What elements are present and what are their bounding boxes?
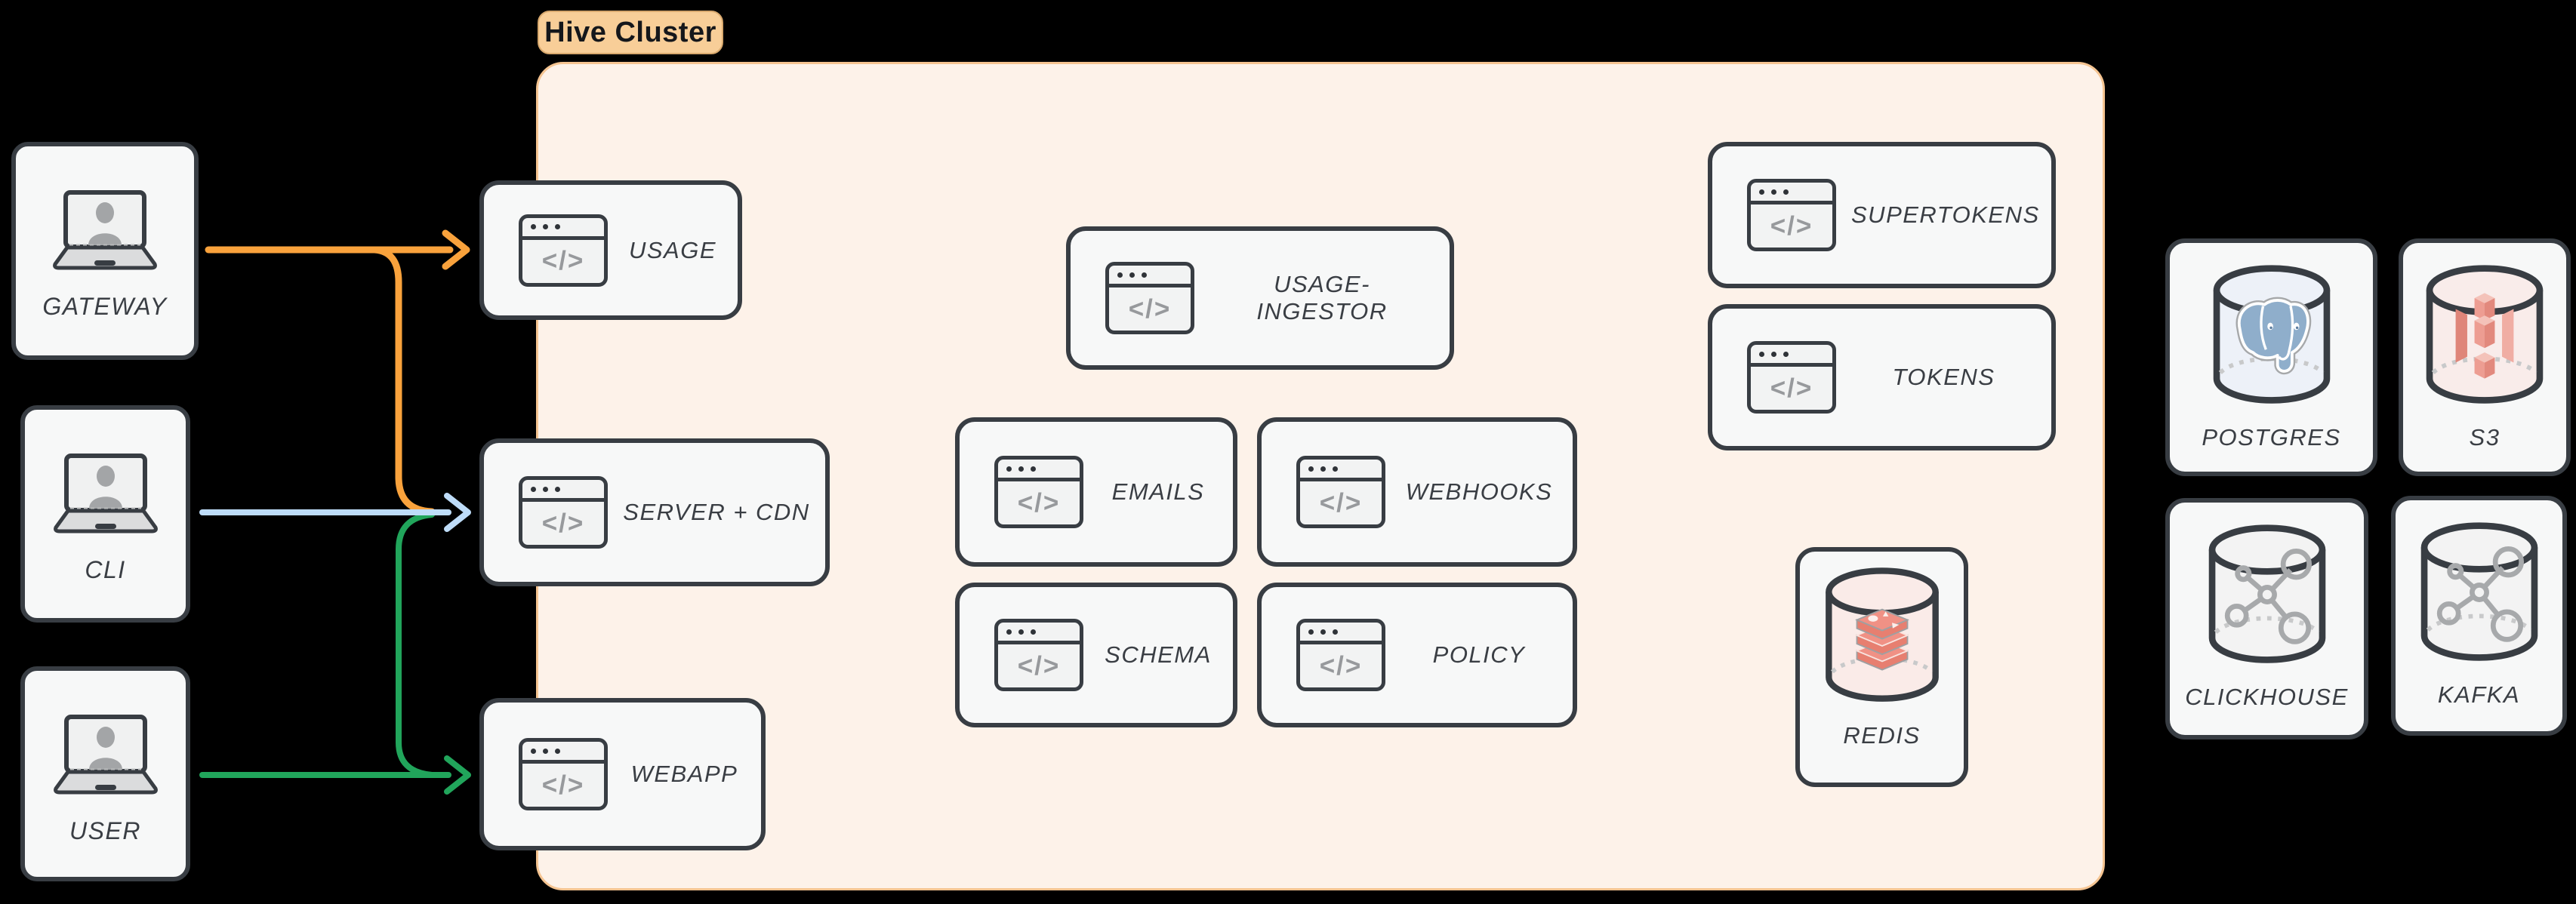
postgres-database-icon xyxy=(2213,265,2330,404)
node-kafka: KAFKA xyxy=(2391,496,2567,736)
code-window-icon: </> xyxy=(1296,619,1385,691)
node-webhooks-label: WEBHOOKS xyxy=(1405,478,1553,505)
node-graph-database-icon xyxy=(2420,522,2537,661)
window-dots xyxy=(522,218,604,240)
laptop-user-icon xyxy=(53,715,158,795)
node-supertokens: </> SUPERTOKENS xyxy=(1708,142,2056,288)
node-webapp-label: WEBAPP xyxy=(630,761,738,787)
edge-cli-servercdn-arrowhead xyxy=(444,493,471,532)
code-glyph: </> xyxy=(1770,211,1813,241)
code-window-icon: </> xyxy=(1296,456,1385,528)
node-s3: S3 xyxy=(2399,238,2571,476)
laptop-user-icon xyxy=(53,454,158,533)
node-usage-ingestor-label: USAGE-INGESTOR xyxy=(1256,271,1388,324)
node-cli: CLI xyxy=(20,405,190,623)
code-window-icon: </> xyxy=(519,738,608,810)
code-window-icon: </> xyxy=(1105,262,1194,334)
code-glyph: </> xyxy=(541,508,585,538)
hive-cluster-badge: Hive Cluster xyxy=(538,11,723,54)
hive-cluster-label: Hive Cluster xyxy=(544,16,716,48)
node-postgres: POSTGRES xyxy=(2165,238,2377,476)
node-graph-database-icon xyxy=(2208,524,2325,663)
edge-user-webapp-arrowhead xyxy=(444,755,471,795)
node-usage: </> USAGE xyxy=(479,180,742,320)
code-window-icon: </> xyxy=(519,214,608,287)
window-dots xyxy=(522,742,604,764)
window-dots xyxy=(1751,345,1832,367)
node-gateway: GATEWAY xyxy=(11,142,199,360)
node-user: USER xyxy=(20,666,190,881)
node-server-cdn: </> SERVER + CDN xyxy=(479,438,830,586)
node-postgres-label: POSTGRES xyxy=(2202,424,2341,450)
window-dots xyxy=(1300,623,1382,644)
node-s3-label: S3 xyxy=(2469,424,2501,450)
node-schema-label: SCHEMA xyxy=(1105,641,1212,668)
node-redis: REDIS xyxy=(1795,547,1968,787)
code-glyph: </> xyxy=(1017,650,1061,681)
window-dots xyxy=(998,623,1080,644)
node-webhooks: </> WEBHOOKS xyxy=(1257,417,1577,567)
code-window-icon: </> xyxy=(519,476,608,549)
window-dots xyxy=(1300,460,1382,481)
s3-database-icon xyxy=(2426,265,2544,404)
edge-gateway-servercdn xyxy=(371,246,436,515)
window-dots xyxy=(1109,266,1191,287)
code-window-icon: </> xyxy=(994,456,1083,528)
node-emails-label: EMAILS xyxy=(1111,478,1205,505)
node-webapp: </> WEBAPP xyxy=(479,698,766,850)
node-tokens: </> TOKENS xyxy=(1708,304,2056,450)
node-clickhouse: CLICKHOUSE xyxy=(2165,498,2368,739)
code-window-icon: </> xyxy=(994,619,1083,691)
node-policy: </> POLICY xyxy=(1257,583,1577,727)
node-policy-label: POLICY xyxy=(1432,641,1526,668)
node-emails: </> EMAILS xyxy=(955,417,1237,567)
code-glyph: </> xyxy=(541,246,585,275)
laptop-user-icon xyxy=(53,190,157,270)
edge-gateway-usage-arrowhead xyxy=(442,229,470,270)
node-redis-label: REDIS xyxy=(1843,722,1921,749)
node-schema: </> SCHEMA xyxy=(955,583,1237,727)
code-glyph: </> xyxy=(1770,373,1813,403)
node-gateway-label: GATEWAY xyxy=(42,293,168,320)
node-server-cdn-label: SERVER + CDN xyxy=(623,499,810,525)
node-clickhouse-label: CLICKHOUSE xyxy=(2185,684,2349,710)
window-dots xyxy=(1751,183,1832,204)
node-supertokens-label: SUPERTOKENS xyxy=(1851,201,2040,228)
node-tokens-label: TOKENS xyxy=(1892,364,1995,390)
node-kafka-label: KAFKA xyxy=(2437,681,2521,708)
redis-database-icon xyxy=(1825,567,1939,702)
code-glyph: </> xyxy=(1017,487,1061,518)
edge-user-servercdn xyxy=(396,512,435,778)
window-dots xyxy=(998,460,1080,481)
node-cli-label: CLI xyxy=(85,556,126,583)
code-window-icon: </> xyxy=(1747,179,1836,251)
node-user-label: USER xyxy=(69,817,141,844)
node-usage-ingestor: </> USAGE-INGESTOR xyxy=(1066,226,1454,370)
code-glyph: </> xyxy=(541,770,585,800)
code-glyph: </> xyxy=(1128,294,1172,324)
node-usage-label: USAGE xyxy=(628,236,717,263)
code-glyph: </> xyxy=(1319,487,1363,518)
code-glyph: </> xyxy=(1319,650,1363,681)
window-dots xyxy=(522,480,604,502)
code-window-icon: </> xyxy=(1747,341,1836,414)
